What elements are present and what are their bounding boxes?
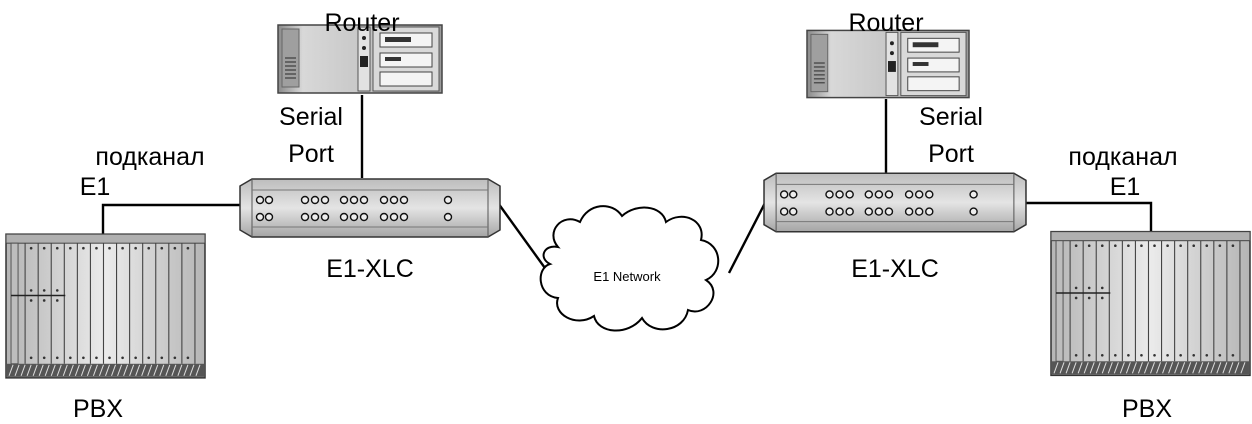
mux-right-label: E1-XLC — [851, 255, 939, 283]
network-label: E1 Network — [593, 269, 661, 284]
router-icon — [806, 29, 970, 99]
network-link-left — [497, 202, 551, 276]
serial-port-right-line1: Serial — [919, 103, 983, 131]
e1-subchannel-right-line1: подканал — [1068, 143, 1178, 171]
pbx-right-label: PBX — [1121, 395, 1173, 423]
serial-port-left-line2: Port — [288, 140, 334, 168]
router-left-label: Router — [324, 9, 400, 37]
pbx-left-label: PBX — [72, 395, 124, 423]
serial-port-left-line1: Serial — [279, 103, 343, 131]
serial-port-right-line2: Port — [928, 140, 974, 168]
multiplexer-icon — [763, 172, 1027, 233]
e1-subchannel-left-line1: подканал — [95, 143, 205, 171]
e1-subchannel-left-line2: E1 — [79, 173, 111, 201]
cloud-icon — [539, 205, 720, 332]
network-link-right — [727, 200, 768, 274]
mux-left-label: E1-XLC — [326, 255, 414, 283]
multiplexer-icon — [239, 178, 501, 238]
router-right-label: Router — [848, 9, 924, 37]
pbx-icon — [5, 233, 206, 379]
e1-subchannel-right-line2: E1 — [1109, 173, 1141, 201]
pbx-icon — [1050, 230, 1251, 377]
